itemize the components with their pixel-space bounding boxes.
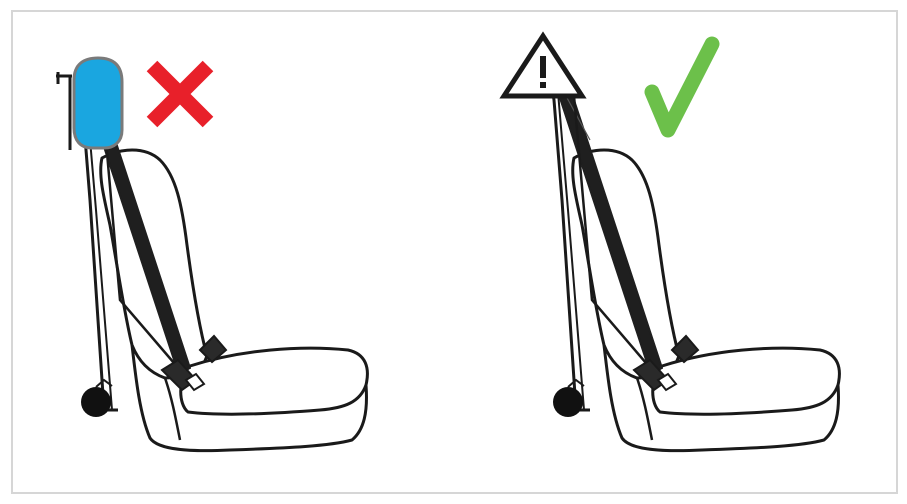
- panel-correct: [499, 31, 841, 453]
- warning-triangle-icon: [499, 31, 587, 99]
- red-x-icon: [146, 60, 214, 128]
- seat-illustration-right: [550, 86, 841, 453]
- headrest-icon: [56, 56, 124, 150]
- panel-incorrect: [56, 56, 369, 453]
- green-checkmark-icon: [644, 36, 720, 138]
- seat-illustration-left: [78, 86, 369, 453]
